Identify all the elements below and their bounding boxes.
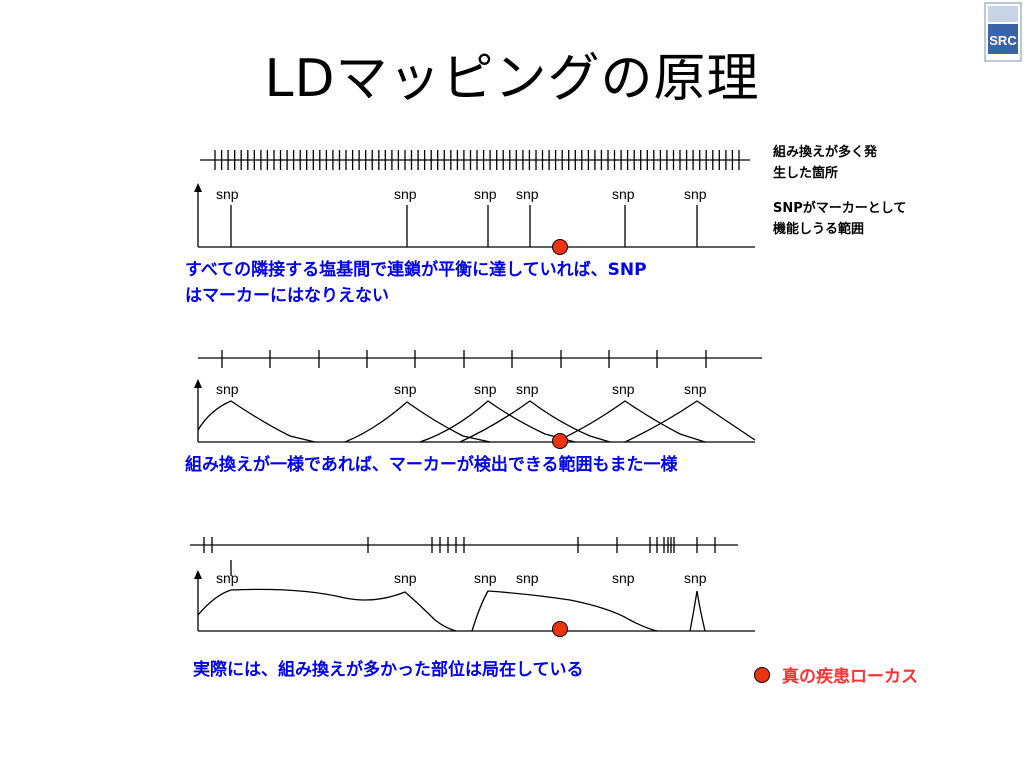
panel2-y-arrow (194, 379, 202, 388)
hotspot-note-line1: 組み換えが多く発 (773, 145, 878, 160)
page-title: LDマッピングの原理 (264, 49, 760, 109)
snp-label: snp (684, 186, 707, 202)
panel3-disease-locus-marker (552, 621, 568, 637)
snp-label: snp (474, 570, 497, 586)
panel3-range-curve-1 (197, 588, 457, 632)
panel2-caption-line1: 組み換えが一様であれば、マーカーが検出できる範囲もまた一様 (185, 455, 678, 475)
panel1-caption-line1: すべての隣接する塩基間で連鎖が平衡に達していれば、SNP (185, 260, 647, 280)
marker-range-note-line2: 機能しうる範囲 (773, 222, 865, 237)
snp-label: snp (216, 570, 239, 586)
panel3-range-curve-3 (689, 590, 706, 632)
panel1-disease-locus-marker (552, 239, 568, 255)
panel1-caption: すべての隣接する塩基間で連鎖が平衡に達していれば、SNP はマーカーにはなりえな… (185, 257, 647, 309)
hotspot-note-line2: 生した箇所 (773, 166, 839, 181)
legend-marker (754, 667, 770, 683)
panel2-range-curve-5 (554, 400, 706, 443)
snp-label: snp (684, 570, 707, 586)
snp-label: snp (516, 570, 539, 586)
panel3-y-arrow (194, 570, 202, 579)
snp-label: snp (684, 381, 707, 397)
snp-label: snp (474, 186, 497, 202)
snp-label: snp (394, 381, 417, 397)
panel1-caption-line2: はマーカーにはなりえない (185, 286, 389, 306)
panel2-range-curve-6 (624, 400, 756, 443)
snp-label: snp (612, 381, 635, 397)
panel2-range-curve-1 (197, 400, 316, 443)
snp-label: snp (516, 381, 539, 397)
snp-label: snp (612, 186, 635, 202)
hotspot-note: 組み換えが多く発 生した箇所 (773, 142, 877, 184)
marker-range-note-line1: SNPがマーカーとして (773, 201, 907, 216)
panel2-caption: 組み換えが一様であれば、マーカーが検出できる範囲もまた一様 (185, 452, 678, 478)
panel2-disease-locus-marker (552, 433, 568, 449)
panel1-y-arrow (194, 183, 202, 192)
snp-label: snp (216, 186, 239, 202)
snp-label: snp (394, 186, 417, 202)
panel2-range-curve-2 (344, 401, 491, 443)
snp-label: snp (516, 186, 539, 202)
snp-label: snp (474, 381, 497, 397)
legend-label: 真の疾患ローカス (782, 667, 918, 687)
marker-range-note: SNPがマーカーとして 機能しうる範囲 (773, 198, 906, 240)
panel3-caption: 実際には、組み換えが多かった部位は局在している (193, 657, 584, 683)
panel2-range-curve-4 (459, 400, 611, 443)
panel3-caption-line1: 実際には、組み換えが多かった部位は局在している (193, 660, 584, 680)
snp-label: snp (394, 570, 417, 586)
src-logo: SRC (984, 2, 1022, 62)
panel2-range-curve-3 (419, 400, 576, 443)
panel1-recombination-ticks (214, 150, 740, 170)
snp-label: snp (216, 381, 239, 397)
panel3-range-curve-2 (471, 590, 658, 632)
snp-label: snp (612, 570, 635, 586)
logo-text: SRC (989, 33, 1017, 48)
